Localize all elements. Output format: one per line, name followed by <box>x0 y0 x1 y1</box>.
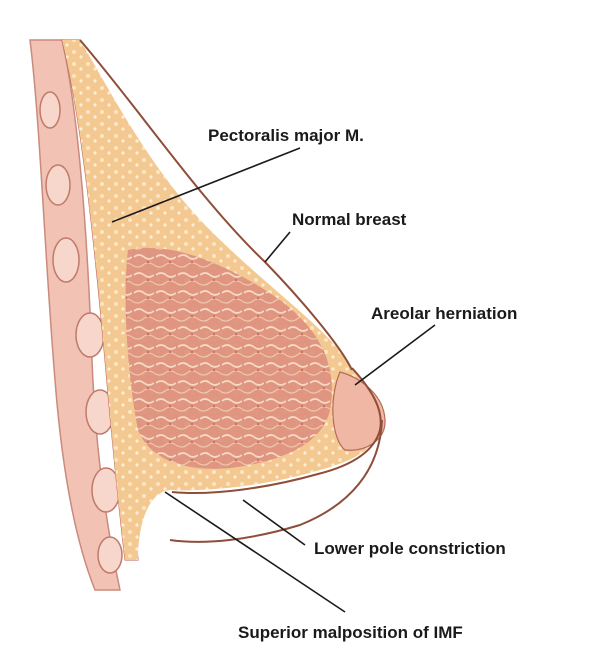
label-lower-pole-constriction: Lower pole constriction <box>314 539 506 558</box>
leader-areolar <box>354 324 436 386</box>
normal-breast-outline <box>79 39 353 371</box>
label-pectoralis-major: Pectoralis major M. <box>208 126 364 145</box>
label-areolar-herniation: Areolar herniation <box>371 304 518 323</box>
leader-imf <box>164 491 346 613</box>
leader-pectoralis <box>111 147 301 223</box>
normal-lower-outline <box>169 419 383 543</box>
leader-lower-pole <box>242 499 306 546</box>
nipple-areola <box>332 371 386 451</box>
label-superior-malposition-imf: Superior malposition of IMF <box>238 623 463 642</box>
leader-lines <box>111 147 436 613</box>
rib-sections <box>39 91 123 574</box>
leader-normal-breast <box>264 231 291 263</box>
glandular-tissue <box>125 247 332 469</box>
label-normal-breast: Normal breast <box>292 210 407 229</box>
lower-pole-outline <box>171 367 382 495</box>
